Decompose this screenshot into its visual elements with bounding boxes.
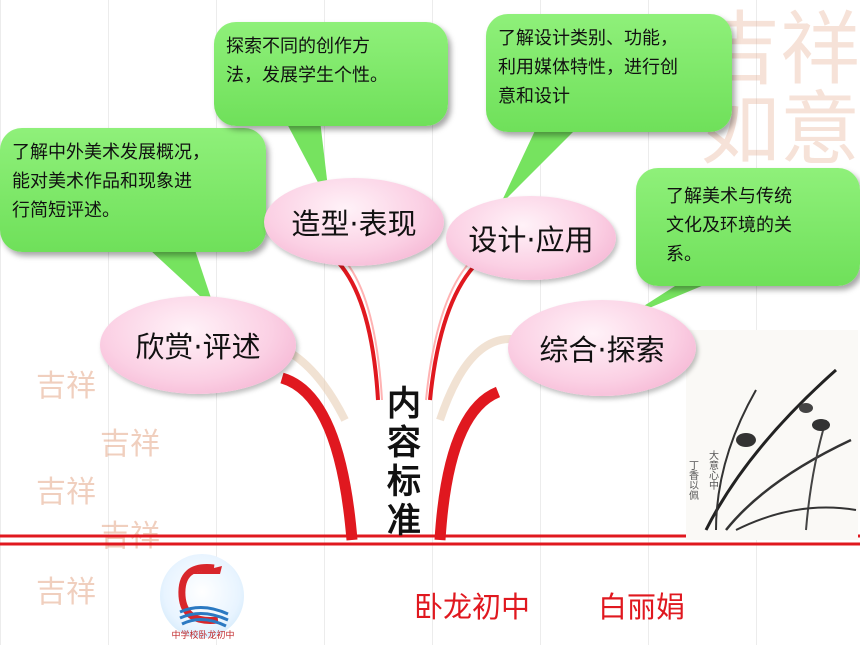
center-title: 内容 标准 <box>387 384 421 541</box>
school-logo-icon <box>178 564 229 628</box>
stem-design-inner <box>425 261 471 401</box>
root-left <box>280 372 358 541</box>
seal-stamp-left-3: 吉祥 <box>36 475 96 510</box>
stem-design <box>428 260 480 401</box>
orchid-ink-painting: 丁香以佩 大意心中 <box>686 330 858 540</box>
school-logo <box>160 554 244 638</box>
bubble-tail-appreciation <box>150 250 215 310</box>
bubble-appreciation-text: 了解中外美术发展概况， 能对美术作品和现象进 行简短评述。 <box>12 142 210 221</box>
oval-appreciation: 欣赏·评述 <box>100 296 296 394</box>
oval-synthesis: 综合·探索 <box>508 300 696 396</box>
seal-stamp-left-2: 吉祥 <box>100 427 160 462</box>
oval-design-label: 设计·应用 <box>468 223 594 257</box>
stem-modeling <box>336 260 380 401</box>
school-name: 卧龙初中 <box>414 590 531 624</box>
bubble-appreciation: 了解中外美术发展概况， 能对美术作品和现象进 行简短评述。 <box>0 128 266 252</box>
bubble-synthesis-text: 了解美术与传统 文化及环境的关 系。 <box>666 186 792 265</box>
root-right <box>434 386 501 541</box>
bubble-synthesis: 了解美术与传统 文化及环境的关 系。 <box>636 168 860 286</box>
oval-modeling-label: 造型·表现 <box>291 207 417 241</box>
stem-modeling-inner <box>345 261 383 401</box>
seal-stamp-left-5: 吉祥 <box>36 575 96 610</box>
bubble-modeling-text: 探索不同的创作方 法，发展学生个性。 <box>226 36 388 86</box>
bubble-tail-design <box>500 120 585 205</box>
svg-text:大意心中: 大意心中 <box>707 449 719 491</box>
bubble-design-text: 了解设计类别、功能， 利用媒体特性，进行创 意和设计 <box>498 28 678 107</box>
seal-stamp-left-1: 吉祥 <box>36 369 96 404</box>
orchid-icon: 丁香以佩 大意心中 <box>687 368 857 531</box>
oval-synthesis-label: 综合·探索 <box>539 333 665 367</box>
oval-modeling: 造型·表现 <box>264 178 444 266</box>
svg-text:丁香以佩: 丁香以佩 <box>687 460 699 501</box>
school-logo-caption: 中学校卧龙初中 <box>171 631 235 641</box>
author-name: 白丽娟 <box>598 590 686 624</box>
bubble-modeling: 探索不同的创作方 法，发展学生个性。 <box>214 22 448 126</box>
oval-design: 设计·应用 <box>446 196 616 280</box>
oval-appreciation-label: 欣赏·评述 <box>135 330 261 364</box>
bubble-design: 了解设计类别、功能， 利用媒体特性，进行创 意和设计 <box>486 14 732 132</box>
